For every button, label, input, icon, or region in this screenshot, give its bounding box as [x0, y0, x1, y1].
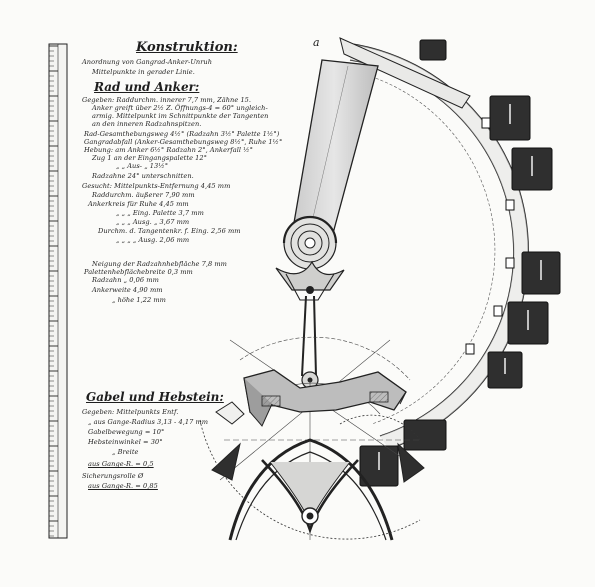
gabel-hebstein-spec-line: Gegeben: Mittelpunkts Entf.: [82, 408, 179, 416]
rad-anker-spec-line: Raddurchm. äußerer 7,90 mm: [92, 191, 195, 199]
rad-anker-spec-line: Gegeben: Raddurchm. innerer 7,7 mm, Zähn…: [82, 96, 252, 104]
gabel-hebstein-spec-line: Gabelbewegung = 10°: [88, 428, 165, 436]
rad-anker-spec-line: Zug 1 an der Eingangspalette 12°: [92, 154, 208, 162]
escape-wheel-teeth: [359, 39, 561, 487]
wheel-tooth: [507, 301, 549, 345]
rad-anker-spec-line: Anker greift über 2½ Z. Öffnungs-4 = 60°…: [92, 104, 268, 112]
rad-anker-spec-line: Radzahn „ 0,06 mm: [92, 276, 159, 284]
ruler-scale-icon: [48, 43, 68, 539]
wheel-tooth: [359, 445, 399, 487]
rad-anker-spec-line: „ „ „ Ausg. „ 3,67 mm: [116, 218, 190, 226]
anchor-body: [243, 369, 407, 427]
rad-anker-spec-line: „ „ „ „ Ausg. 2,06 mm: [116, 236, 190, 244]
gabel-hebstein-spec-line: „ aus Gange-Radius 3,13 - 4,17 mm: [88, 418, 209, 426]
wheel-tooth: [511, 147, 553, 191]
hebstein-jewel-icon: [215, 401, 245, 425]
wheel-tooth: [521, 251, 561, 295]
gabel-hebstein-spec-line: aus Gange-R. = 0,85: [88, 482, 158, 490]
konstruktion-heading: Konstruktion:: [136, 40, 238, 55]
rad-anker-spec-line: Rad-Gesamthebungsweg 4½° (Radzahn 3½° Pa…: [84, 130, 280, 138]
gabel-hebstein-spec-line: Hebsteinwinkel = 30°: [88, 438, 163, 446]
rad-anker-heading: Rad und Anker:: [94, 80, 200, 94]
anchor-head: [275, 260, 345, 301]
rad-anker-spec-line: Gesucht: Mittelpunkts-Entfernung 4,45 mm: [82, 182, 231, 190]
rad-anker-spec-line: Radzahne 24° unterschnitten.: [92, 172, 194, 180]
konstruktion-line-1: Anordnung von Gangrad-Anker-Unruh: [82, 58, 213, 66]
rad-anker-spec-line: „ „ „ Eing. Palette 3,7 mm: [116, 209, 204, 217]
rad-anker-spec-line: „ höhe 1,22 mm: [112, 296, 166, 304]
fork-pivot-circles: [282, 215, 338, 270]
wheel-tooth: [489, 95, 531, 141]
rad-anker-spec-line: Ankerweite 4,90 mm: [92, 286, 163, 294]
rad-anker-spec-line: an den inneren Radzahnspitzen.: [92, 120, 202, 128]
detail-arcs: [199, 414, 421, 540]
rad-anker-spec-line: „ „ Aus- „ 13½°: [116, 162, 169, 170]
gabel-hebstein-spec-line: Sicherungsrolle Ø: [82, 472, 144, 480]
gabel-hebstein-spec-line: „ Breite: [112, 448, 139, 456]
rad-anker-spec-line: Gangradabfall (Anker-Gesamthebungsweg 8½…: [84, 138, 283, 146]
fork-staff: [301, 295, 319, 389]
konstruktion-line-2: Mittelpunkte in gerader Linie.: [92, 68, 195, 76]
figure-letter: a: [313, 36, 320, 49]
rad-anker-spec-line: armig. Mittelpunkt im Schnittpunkte der …: [92, 112, 269, 120]
rad-anker-spec-line: Ankerkreis für Ruhe 4,45 mm: [88, 200, 189, 208]
wheel-tooth: [487, 351, 523, 389]
rim-pins: [465, 117, 515, 355]
escape-wheel-rim: [339, 37, 529, 450]
gabel-hebstein-spec-line: aus Gange-R. = 0,5: [88, 460, 154, 468]
balance-wheel: [211, 438, 425, 541]
rad-anker-spec-line: Neigung der Radzahnhebfläche 7,8 mm: [92, 260, 227, 268]
rad-anker-spec-line: Durchm. d. Tangentenkr. f. Eing. 2,56 mm: [98, 227, 241, 235]
rad-anker-spec-line: Hebung: am Anker 6½° Radzahn 2°, Ankerfa…: [84, 146, 253, 154]
wheel-tooth: [403, 419, 447, 451]
gabel-hebstein-heading: Gabel und Hebstein:: [86, 390, 224, 404]
rad-anker-spec-line: Palettenhebflächebreite 0,3 mm: [84, 268, 193, 276]
wheel-tooth: [419, 39, 447, 61]
